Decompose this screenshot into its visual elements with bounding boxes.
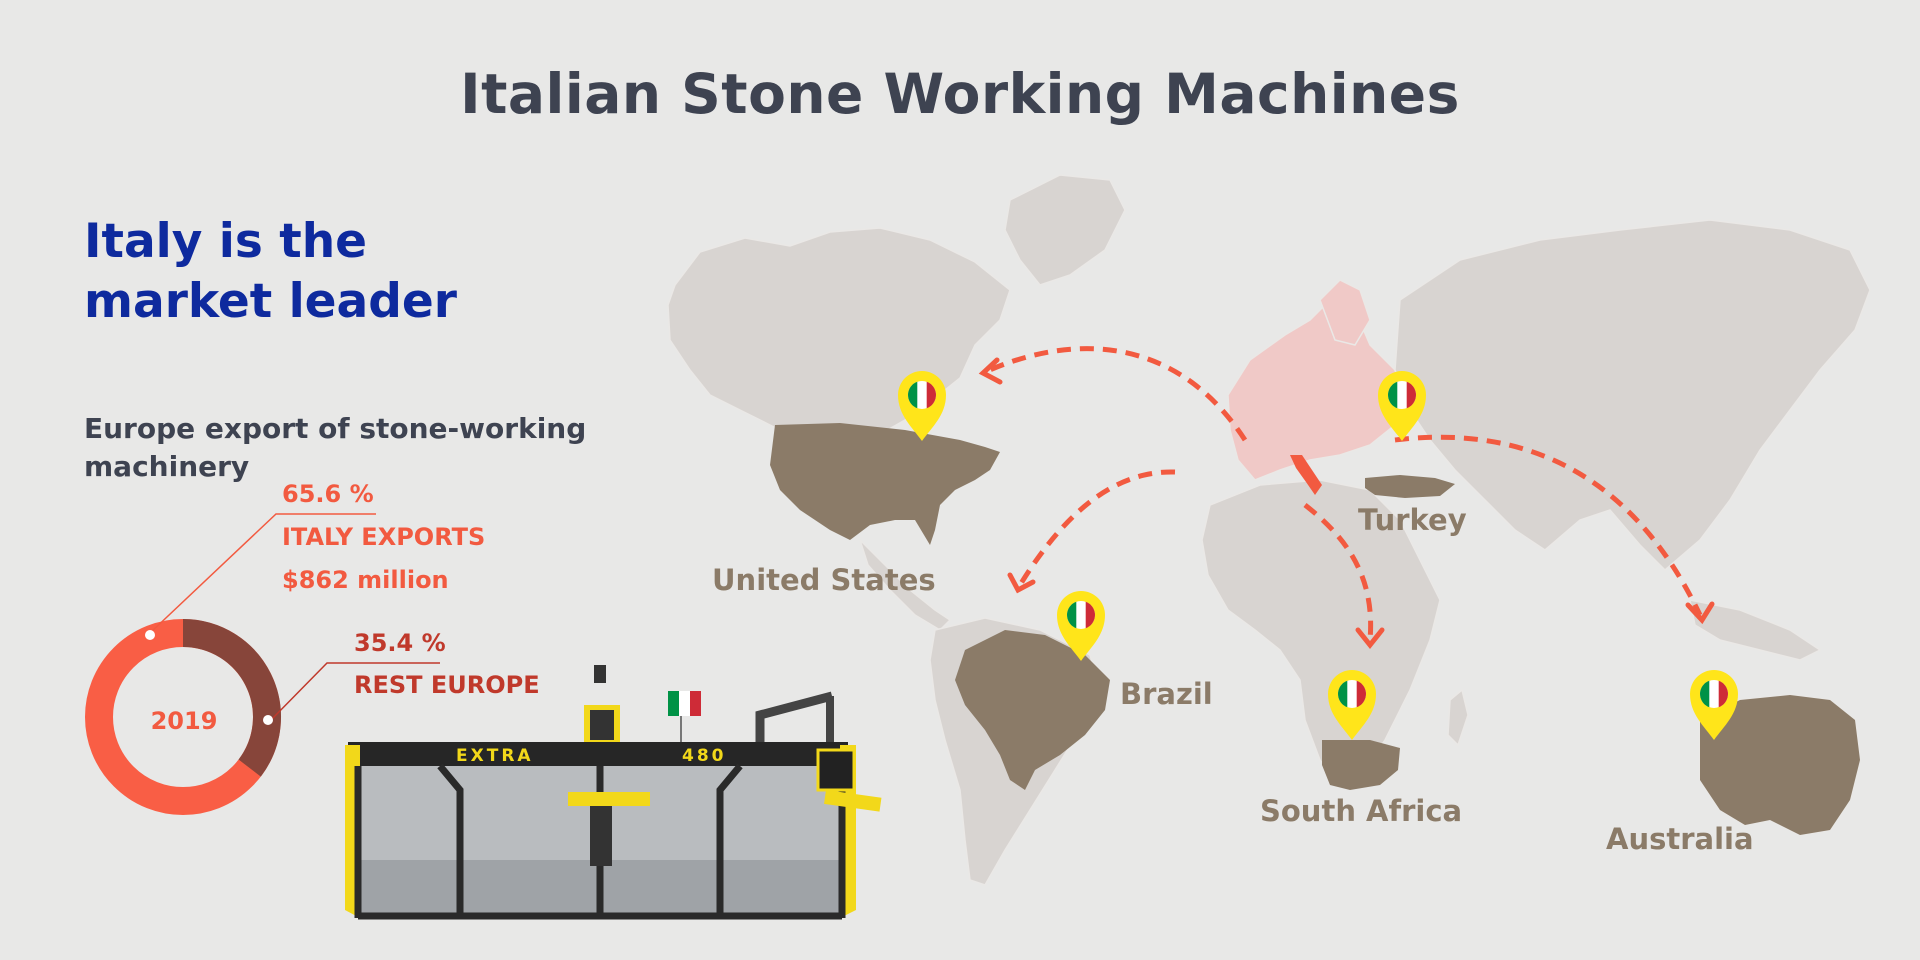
label-turkey: Turkey: [1358, 503, 1467, 537]
machine-model: 480: [682, 746, 727, 766]
italy-value: $862 million: [282, 566, 449, 594]
italy-leader-dot: [145, 630, 155, 640]
label-united-states: United States: [712, 563, 936, 597]
donut-rest-arc: [182, 619, 281, 777]
rest-label: REST EUROPE: [354, 671, 540, 699]
rest-leader-dot: [263, 715, 273, 725]
export-arrows: [983, 346, 1703, 641]
us-shape: [770, 423, 1000, 545]
pin-south-africa: [1328, 670, 1376, 740]
brazil-shape: [955, 630, 1110, 790]
south-africa-shape: [1322, 740, 1400, 790]
pin-us: [898, 371, 946, 441]
rest-percent: 35.4 %: [354, 629, 446, 657]
donut-year: 2019: [150, 707, 218, 735]
headline: Italy is the market leader: [84, 214, 457, 329]
highlighted-countries: [770, 423, 1860, 835]
machine-brand: EXTRA: [456, 746, 534, 766]
italy-label: ITALY EXPORTS: [282, 523, 486, 551]
export-donut-chart: [85, 513, 440, 815]
label-australia: Australia: [1606, 822, 1754, 856]
italy-leader-line: [149, 513, 376, 634]
rest-leader-line: [269, 662, 440, 722]
italy-shape: [1290, 455, 1322, 495]
label-brazil: Brazil: [1120, 677, 1213, 711]
turkey-shape: [1365, 475, 1455, 498]
australia-shape: [1700, 695, 1860, 835]
machine-illustration: [345, 665, 882, 920]
italy-percent: 65.6 %: [282, 480, 374, 508]
pin-australia: [1690, 670, 1738, 740]
chart-caption: Europe export of stone-working machinery: [84, 412, 587, 483]
pin-brazil: [1057, 591, 1105, 661]
label-south-africa: South Africa: [1260, 794, 1463, 828]
pin-turkey: [1378, 371, 1426, 441]
location-pins: [898, 371, 1738, 740]
page-title: Italian Stone Working Machines: [460, 62, 1460, 126]
arrow-heads: [978, 357, 1715, 650]
